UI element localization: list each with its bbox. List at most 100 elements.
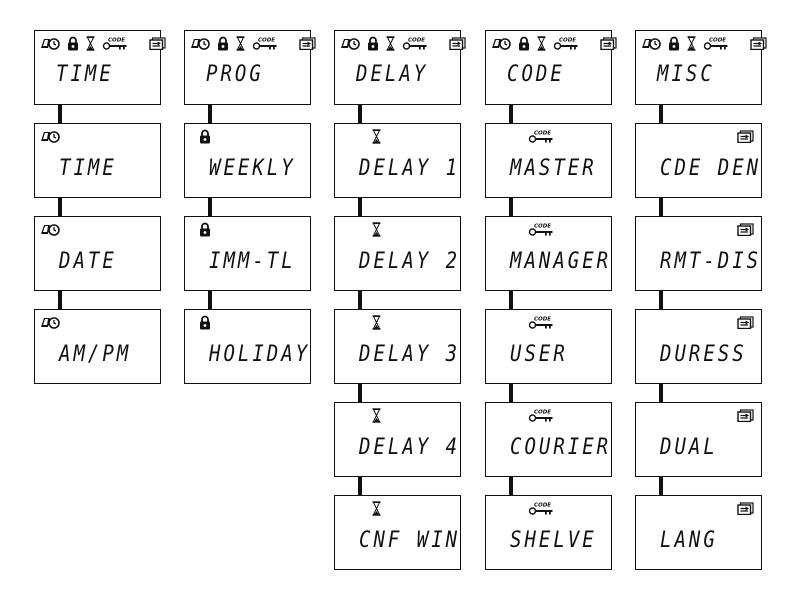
menu-item-label: AM/PM xyxy=(59,341,132,367)
svg-text:CODE: CODE xyxy=(559,38,576,44)
hourglass-icon xyxy=(537,35,546,51)
menu-item-label: DATE xyxy=(59,248,117,274)
lock-icon xyxy=(67,36,79,51)
tree-connector xyxy=(208,198,212,216)
menu-item-label: DELAY 3 xyxy=(359,341,461,367)
menu-item-label: HOLIDAY xyxy=(209,341,311,367)
tree-connector xyxy=(58,198,62,216)
hourglass-icon xyxy=(372,407,381,423)
tree-connector xyxy=(58,105,62,123)
tree-connector xyxy=(509,384,513,402)
menu-item-label: MANAGER xyxy=(510,248,612,274)
hourglass-icon xyxy=(236,35,245,51)
svg-text:CODE: CODE xyxy=(108,38,125,44)
menu-item-label: CNF WIN xyxy=(359,527,461,553)
menu-item-box: DUAL xyxy=(635,402,762,477)
menu-card-icon xyxy=(737,129,754,143)
menu-card-icon xyxy=(737,408,754,422)
menu-item-box: DATE xyxy=(34,216,161,291)
menu-item-label: DELAY 2 xyxy=(359,248,461,274)
menu-card-icon xyxy=(737,315,754,329)
clock-icon xyxy=(40,36,60,50)
tree-connector xyxy=(509,291,513,309)
code-key-icon: CODE xyxy=(252,36,278,50)
menu-header-box: CODE DELAY xyxy=(334,30,466,105)
tree-connector xyxy=(208,291,212,309)
clock-icon xyxy=(491,36,511,50)
tree-connector xyxy=(659,198,663,216)
svg-text:CODE: CODE xyxy=(709,38,726,44)
menu-card-icon xyxy=(737,222,754,236)
menu-card-icon xyxy=(149,36,166,50)
code-key-icon: CODE xyxy=(528,222,554,236)
tree-connector xyxy=(509,198,513,216)
menu-item-box: CODE MANAGER xyxy=(485,216,612,291)
tree-connector xyxy=(659,384,663,402)
hourglass-icon xyxy=(372,314,381,330)
clock-icon xyxy=(40,222,60,236)
hourglass-icon xyxy=(372,221,381,237)
svg-text:CODE: CODE xyxy=(534,317,551,323)
svg-text:CODE: CODE xyxy=(534,410,551,416)
code-key-icon: CODE xyxy=(102,36,128,50)
menu-card-icon xyxy=(737,501,754,515)
svg-text:CODE: CODE xyxy=(534,503,551,509)
menu-header-box: CODE MISC xyxy=(635,30,767,105)
lock-icon xyxy=(518,36,530,51)
tree-connector xyxy=(358,105,362,123)
tree-connector xyxy=(358,291,362,309)
tree-connector xyxy=(659,105,663,123)
menu-card-icon xyxy=(750,36,767,50)
tree-connector xyxy=(509,477,513,495)
menu-header-label: PROG xyxy=(206,61,264,87)
menu-item-box: CNF WIN xyxy=(334,495,461,570)
menu-item-box: TIME xyxy=(34,123,161,198)
menu-item-box: DELAY 3 xyxy=(334,309,461,384)
tree-connector xyxy=(358,198,362,216)
hourglass-icon xyxy=(372,128,381,144)
code-key-icon: CODE xyxy=(553,36,579,50)
svg-text:CODE: CODE xyxy=(408,38,425,44)
menu-item-label: COURIER xyxy=(510,434,612,460)
menu-header-label: MISC xyxy=(657,61,715,87)
code-key-icon: CODE xyxy=(402,36,428,50)
menu-header-box: CODE CODE xyxy=(485,30,617,105)
code-key-icon: CODE xyxy=(528,129,554,143)
menu-item-box: DELAY 2 xyxy=(334,216,461,291)
code-key-icon: CODE xyxy=(528,315,554,329)
tree-connector xyxy=(659,291,663,309)
hourglass-icon xyxy=(86,35,95,51)
tree-connector xyxy=(659,477,663,495)
hourglass-icon xyxy=(687,35,696,51)
menu-card-icon xyxy=(449,36,466,50)
menu-header-label: TIME xyxy=(56,61,114,87)
clock-icon xyxy=(641,36,661,50)
menu-header-label: DELAY xyxy=(356,61,429,87)
menu-item-box: DELAY 1 xyxy=(334,123,461,198)
tree-connector xyxy=(509,105,513,123)
tree-connector xyxy=(58,291,62,309)
menu-card-icon xyxy=(299,36,316,50)
menu-item-box: LANG xyxy=(635,495,762,570)
code-key-icon: CODE xyxy=(703,36,729,50)
menu-item-label: DELAY 1 xyxy=(359,155,461,181)
menu-item-label: WEEKLY xyxy=(209,155,296,181)
menu-item-box: HOLIDAY xyxy=(184,309,311,384)
menu-item-box: CODE COURIER xyxy=(485,402,612,477)
menu-header-label: CODE xyxy=(507,61,565,87)
menu-item-label: DURESS xyxy=(660,341,747,367)
menu-item-box: DURESS xyxy=(635,309,762,384)
tree-connector xyxy=(208,105,212,123)
tree-connector xyxy=(358,477,362,495)
menu-item-box: CODE MASTER xyxy=(485,123,612,198)
svg-text:CODE: CODE xyxy=(258,38,275,44)
menu-item-box: AM/PM xyxy=(34,309,161,384)
menu-item-label: RMT-DIS xyxy=(660,248,762,274)
menu-header-box: CODE PROG xyxy=(184,30,316,105)
menu-item-label: TIME xyxy=(59,155,117,181)
menu-header-box: CODE TIME xyxy=(34,30,166,105)
clock-icon xyxy=(40,315,60,329)
clock-icon xyxy=(340,36,360,50)
menu-item-label: MASTER xyxy=(510,155,597,181)
